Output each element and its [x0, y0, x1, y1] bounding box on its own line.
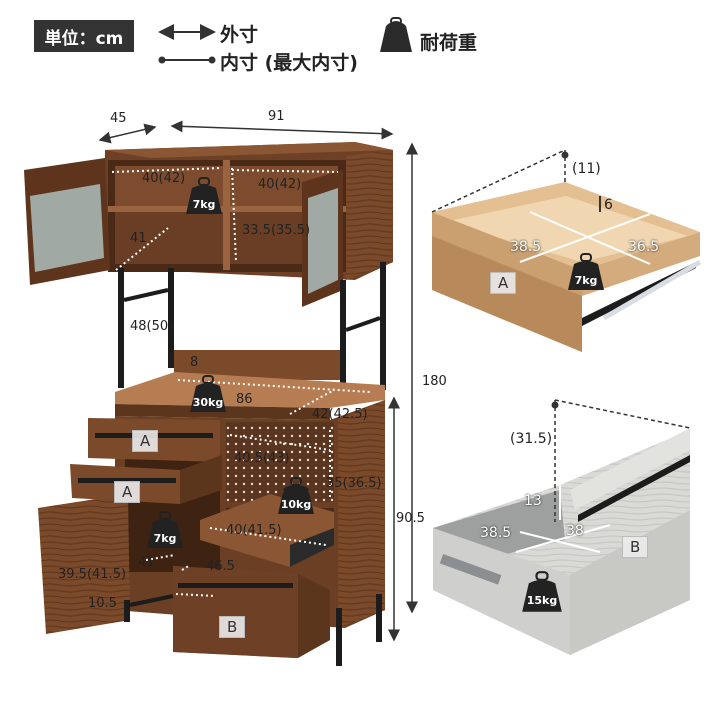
weight-icon-drawer-a: 7kg [566, 252, 606, 292]
drawer-b-height-dim: 13 [524, 493, 542, 509]
counter-depth-dim: 42(42.5) [312, 407, 368, 422]
slide-shelf-width-dim: 40(41.5) [226, 523, 282, 538]
inner-dimension-label: 内寸 (最大内寸) [220, 52, 358, 74]
weight-icon-counter: 30kg [188, 374, 228, 414]
top-depth-dim: 41 [130, 231, 147, 246]
right-compartment-width-dim: 40.5(43) [234, 451, 290, 466]
top-left-width-dim: 40(42) [142, 171, 186, 186]
weight-top-value: 7kg [192, 198, 216, 211]
drawer-a-depth-extra-dim: (11) [572, 161, 601, 177]
drawer-b-depth-extra-dim: (31.5) [510, 431, 553, 447]
top-height-dim: 33.5(35.5) [242, 223, 311, 238]
height-lower-dim: 90.5 [396, 511, 425, 526]
weight-lower-value: 7kg [153, 532, 177, 545]
drawer-detail-label-b: B [622, 536, 649, 558]
drawer-a-width-dim: 38.5 [510, 239, 542, 255]
lower-depth-dim: 41 [138, 555, 155, 570]
weight-slide-value: 10kg [280, 498, 312, 511]
top-right-width-dim: 40(42) [258, 177, 302, 192]
drawer-label-a-lower: A [114, 481, 141, 503]
inner-dimension-lines [111, 167, 371, 597]
dimension-lines [98, 120, 418, 642]
legend-weight-icon [380, 17, 412, 52]
drawer-b-width-dim: 38.5 [480, 525, 512, 541]
height-total-dim: 180 [422, 374, 447, 389]
weight-icon-drawer-b: 15kg [520, 570, 564, 614]
weight-icon-lower: 7kg [145, 510, 185, 550]
bottom-gap-dim: 10.5 [88, 596, 117, 611]
drawer-a-detail [431, 149, 702, 352]
drawer-a-height-dim: 6 [604, 197, 613, 213]
drawer-b-detail [433, 399, 691, 655]
weight-drawer-b-value: 15kg [526, 594, 558, 607]
drawer-label-b: B [219, 616, 246, 638]
load-capacity-label: 耐荷重 [420, 32, 478, 54]
lower-left-height-dim: 39.5(41.5) [58, 567, 127, 582]
drawer-label-a-upper: A [132, 430, 159, 452]
width-dim: 91 [268, 109, 285, 124]
weight-icon-slide: 10kg [276, 476, 316, 516]
drawer-b-depth-dim: 38 [566, 523, 584, 539]
weight-drawer-a-value: 7kg [574, 274, 598, 287]
right-compartment-height-dim: 35(36.5) [326, 476, 382, 491]
unit-badge: 単位：cm [34, 20, 134, 52]
depth-dim: 45 [110, 111, 127, 126]
legend-inner-line [158, 56, 216, 64]
counter-height-dim: 8 [190, 355, 199, 370]
drawer-a-depth-dim: 36.5 [628, 239, 660, 255]
mid-height-dim: 48(50) [130, 319, 174, 334]
weight-icon-top: 7kg [184, 176, 224, 216]
counter-width-dim: 86 [236, 392, 253, 407]
weight-counter-value: 30kg [192, 396, 224, 409]
lower-height-dim: 46.5 [206, 559, 235, 574]
drawer-detail-label-a: A [490, 272, 517, 294]
outer-dimension-label: 外寸 [220, 24, 259, 46]
